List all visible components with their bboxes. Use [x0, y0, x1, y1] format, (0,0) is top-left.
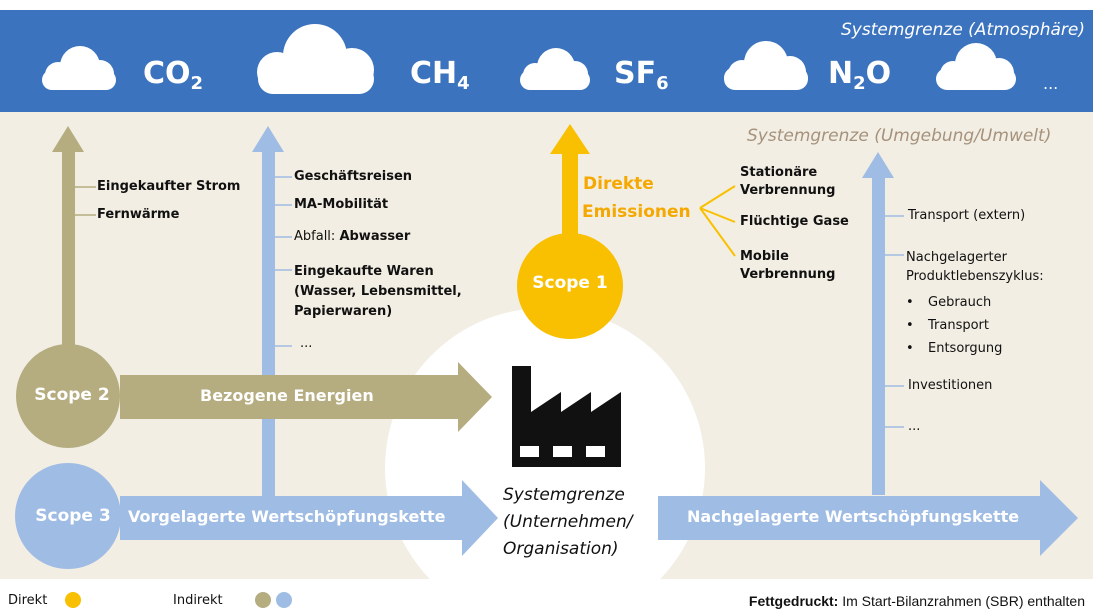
scope2-circle	[16, 344, 120, 448]
scope3-downstream-vertical-arrow	[872, 175, 885, 495]
scope3-item-business-travel: Geschäftsreisen	[294, 169, 413, 184]
scope3-upstream-label: Vorgelagerte Wertschöpfungskette	[128, 507, 446, 526]
scope3-lifecycle-bullets: •Gebrauch •Transport •Entsorgung	[906, 295, 1003, 356]
scope2-arrow-label: Bezogene Energien	[200, 386, 374, 405]
scope3-upstream-horizontal-arrow	[120, 496, 466, 540]
scope2-item-electricity: Eingekaufter Strom	[97, 179, 241, 194]
environment-boundary-label: Systemgrenze (Umgebung/Umwelt)	[747, 126, 1052, 146]
scope1-branch-mobile: Mobile Verbrennung	[740, 249, 836, 282]
scope3-item-transport: Transport (extern)	[908, 208, 1026, 223]
scope1-branch-fugitive: Flüchtige Gase	[740, 214, 849, 229]
scope1-branch-stationary: Stationäre Verbrennung	[740, 165, 836, 198]
scope3-circle	[15, 463, 121, 569]
scope3-upstream-vertical-arrow	[262, 150, 275, 500]
cloud-icon	[724, 41, 808, 90]
legend-direct-label: Direkt	[8, 593, 48, 608]
cloud-icon	[257, 24, 374, 94]
legend-indirect-label: Indirekt	[173, 593, 223, 608]
scope3-label: Scope 3	[35, 506, 111, 526]
scope2-item-district-heating: Fernwärme	[97, 207, 180, 222]
scope3-downstream-horizontal-arrow	[658, 496, 1044, 540]
scope3-item-investments: Investitionen	[908, 378, 993, 393]
gas-more: ...	[1043, 74, 1059, 93]
factory-icon	[512, 366, 621, 467]
scope3-item-more-upstream: ...	[300, 336, 313, 351]
cloud-icon	[936, 43, 1016, 90]
scope2-horizontal-arrow	[120, 375, 460, 419]
gas-ch4: CH4	[410, 56, 470, 94]
legend-bold-note: Fettgedruckt: Im Start-Bilanzrahmen (SBR…	[748, 593, 1085, 609]
legend-indirect-dot-scope3	[276, 592, 292, 608]
gas-n2o: N2O	[828, 56, 892, 94]
scope2-label: Scope 2	[34, 385, 110, 405]
scope1-circle	[517, 233, 623, 339]
atmosphere-boundary-label: Systemgrenze (Atmosphäre)	[840, 20, 1085, 40]
cloud-icon	[42, 46, 116, 90]
gas-sf6: SF6	[614, 56, 669, 94]
scope3-item-lifecycle: Nachgelagerter Produktlebenszyklus:	[906, 250, 1044, 284]
scope3-item-more-downstream: ...	[908, 419, 921, 434]
scope3-downstream-label: Nachgelagerte Wertschöpfungskette	[687, 507, 1020, 526]
scope2-vertical-arrow	[62, 150, 75, 360]
scope3-item-waste: Abfall: Abwasser	[294, 229, 411, 244]
legend-indirect-dot-scope2	[255, 592, 271, 608]
cloud-icon	[520, 48, 590, 90]
legend-direct-dot	[65, 592, 81, 608]
scope1-label: Scope 1	[532, 273, 608, 293]
scope1-vertical-arrow	[562, 150, 578, 260]
scope1-arrow-label: Direkte Emissionen	[582, 174, 691, 222]
scope3-item-employee-mobility: MA-Mobilität	[294, 197, 389, 212]
gas-co2: CO2	[143, 56, 204, 94]
organisation-boundary-label: Systemgrenze (Unternehmen/ Organisation)	[503, 485, 633, 559]
scope3-item-goods: Eingekaufte Waren (Wasser, Lebensmittel,…	[294, 264, 462, 319]
